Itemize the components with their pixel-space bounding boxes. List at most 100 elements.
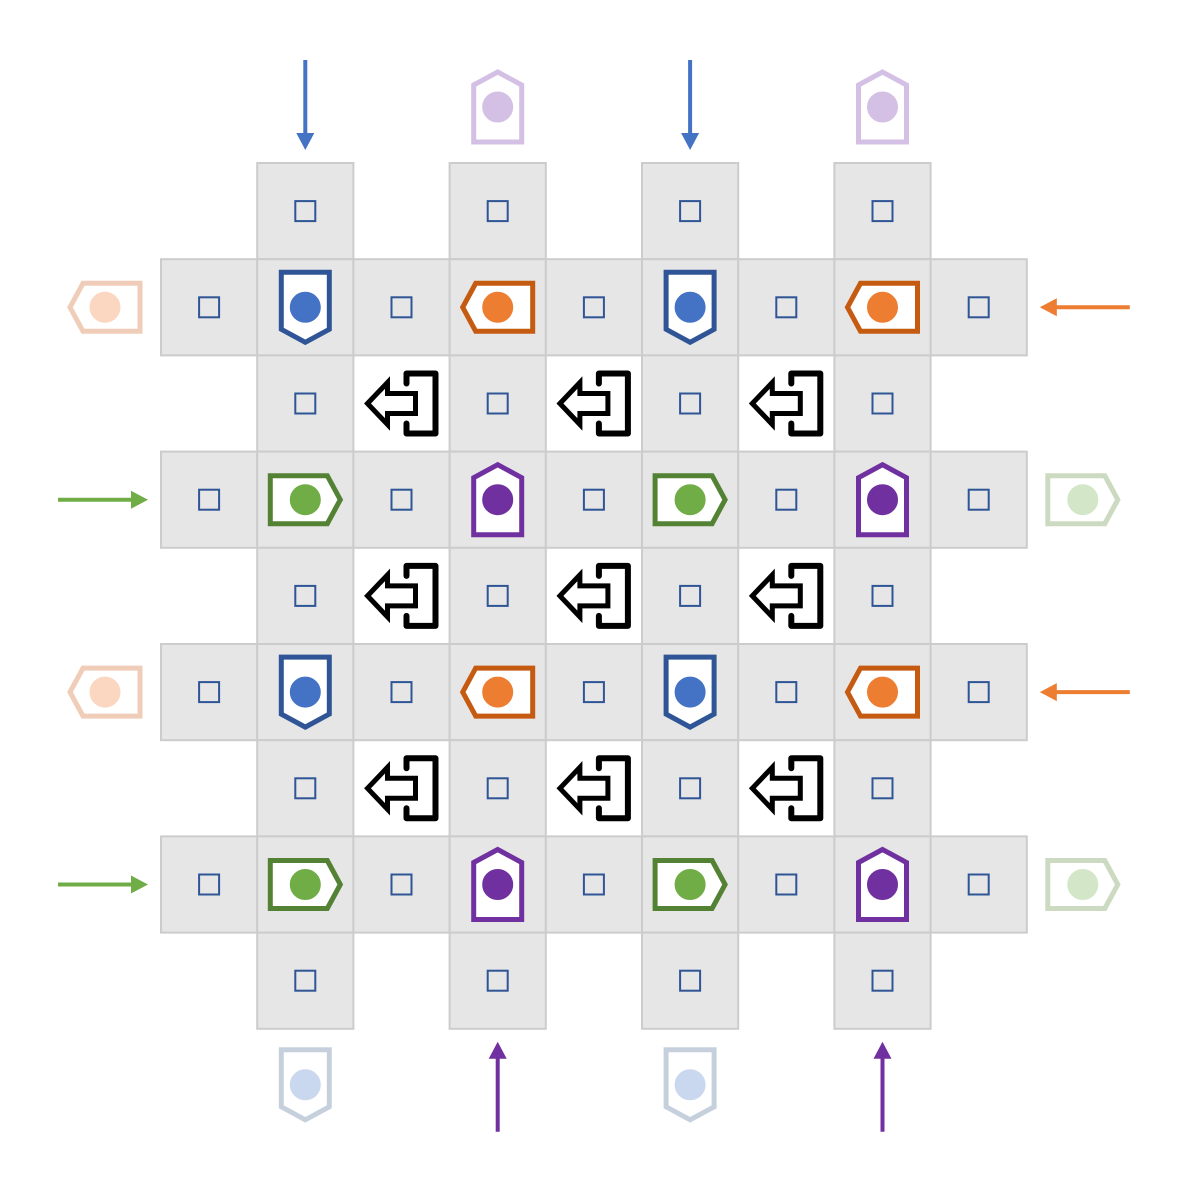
tile-marker xyxy=(871,777,894,800)
blue-ghost-piece-down xyxy=(663,1047,717,1123)
board-tile[interactable] xyxy=(448,162,547,261)
board-tile[interactable] xyxy=(833,546,932,645)
tile-marker xyxy=(198,296,221,319)
tile-marker xyxy=(679,969,702,992)
purple-arrow-up-icon[interactable] xyxy=(873,1041,892,1132)
board-tile[interactable] xyxy=(833,931,932,1030)
tile-marker xyxy=(775,681,798,704)
tile-marker xyxy=(775,873,798,896)
green-arrow-right-icon[interactable] xyxy=(58,490,148,509)
blue-piece-down[interactable] xyxy=(278,654,332,730)
green-piece-right[interactable] xyxy=(652,858,728,911)
board-tile[interactable] xyxy=(256,931,355,1030)
tile-marker xyxy=(486,392,509,415)
board-tile[interactable] xyxy=(448,546,547,645)
orange-ghost-piece-left xyxy=(67,665,143,719)
board-tile[interactable] xyxy=(641,931,740,1030)
board-tile[interactable] xyxy=(160,643,259,742)
tile-marker xyxy=(967,296,990,319)
board-tile[interactable] xyxy=(160,258,259,357)
purple-piece-up[interactable] xyxy=(471,461,525,538)
green-ghost-piece-right xyxy=(1045,473,1121,527)
blue-piece-down[interactable] xyxy=(278,269,332,346)
board-tile[interactable] xyxy=(737,258,836,357)
board-tile[interactable] xyxy=(256,162,355,261)
purple-piece-up[interactable] xyxy=(856,461,909,538)
ghosts-layer xyxy=(67,69,1121,1123)
board-tile[interactable] xyxy=(352,643,451,742)
board-tile[interactable] xyxy=(448,739,547,838)
exit-door-icon[interactable] xyxy=(556,562,631,629)
board-tile[interactable] xyxy=(737,450,836,549)
board-tile[interactable] xyxy=(544,643,643,742)
board-tile[interactable] xyxy=(641,739,740,838)
exit-door-icon[interactable] xyxy=(748,370,824,437)
exit-door-icon[interactable] xyxy=(364,755,439,822)
exit-door-icon[interactable] xyxy=(364,370,439,437)
board-tile[interactable] xyxy=(833,354,932,453)
orange-piece-left[interactable] xyxy=(459,280,536,334)
board-tile[interactable] xyxy=(544,450,643,549)
board-tile[interactable] xyxy=(929,258,1028,357)
exit-door-icon[interactable] xyxy=(748,562,824,629)
green-piece-right[interactable] xyxy=(267,858,344,911)
board-tile[interactable] xyxy=(544,258,643,357)
exit-door-icon[interactable] xyxy=(556,370,631,437)
tile-marker xyxy=(871,200,894,223)
board-tile[interactable] xyxy=(352,450,451,549)
board-tile[interactable] xyxy=(641,546,740,645)
board-tile[interactable] xyxy=(352,258,451,357)
board-tile[interactable] xyxy=(160,835,259,934)
blue-piece-down[interactable] xyxy=(663,654,717,730)
exit-door-icon[interactable] xyxy=(364,562,439,629)
blue-piece-down[interactable] xyxy=(663,269,717,346)
board-tile[interactable] xyxy=(160,450,259,549)
purple-arrow-up-icon[interactable] xyxy=(488,1041,507,1132)
green-arrow-right-icon[interactable] xyxy=(58,875,148,894)
board-tile[interactable] xyxy=(833,739,932,838)
tile-marker xyxy=(486,584,509,607)
board-tile[interactable] xyxy=(448,931,547,1030)
purple-piece-up[interactable] xyxy=(471,846,525,922)
purple-ghost-piece-up xyxy=(856,69,909,145)
exit-door-icon[interactable] xyxy=(556,755,631,822)
tile-marker xyxy=(679,200,702,223)
orange-piece-left[interactable] xyxy=(459,665,536,719)
board-tile[interactable] xyxy=(737,643,836,742)
tile-marker xyxy=(294,200,317,223)
tile-marker xyxy=(390,488,413,511)
blue-arrow-down-icon[interactable] xyxy=(296,60,315,150)
board-tile[interactable] xyxy=(929,835,1028,934)
board-tile[interactable] xyxy=(448,354,547,453)
board-tile[interactable] xyxy=(641,162,740,261)
board-tile[interactable] xyxy=(737,835,836,934)
board-tile[interactable] xyxy=(641,354,740,453)
board-tile[interactable] xyxy=(352,835,451,934)
board-tile[interactable] xyxy=(256,739,355,838)
tile-marker xyxy=(486,777,509,800)
green-piece-right[interactable] xyxy=(267,473,344,527)
board-tile[interactable] xyxy=(929,450,1028,549)
blue-arrow-down-icon[interactable] xyxy=(681,60,700,150)
board-tile[interactable] xyxy=(256,546,355,645)
exit-door-icon[interactable] xyxy=(748,755,824,822)
tile-marker xyxy=(582,681,605,704)
board-tile[interactable] xyxy=(833,162,932,261)
orange-ghost-piece-left xyxy=(67,280,143,334)
blue-ghost-piece-down xyxy=(278,1047,332,1123)
orange-piece-left[interactable] xyxy=(844,280,920,334)
purple-piece-up[interactable] xyxy=(856,846,909,922)
purple-ghost-piece-up xyxy=(471,69,525,145)
board-tile[interactable] xyxy=(256,354,355,453)
orange-arrow-left-icon[interactable] xyxy=(1039,298,1130,317)
green-piece-right[interactable] xyxy=(652,473,728,527)
board-tile[interactable] xyxy=(544,835,643,934)
tile-marker xyxy=(582,873,605,896)
tile-marker xyxy=(679,584,702,607)
tile-marker xyxy=(679,777,702,800)
tile-marker xyxy=(486,200,509,223)
orange-piece-left[interactable] xyxy=(844,665,920,719)
orange-arrow-left-icon[interactable] xyxy=(1039,683,1130,702)
board-tile[interactable] xyxy=(929,643,1028,742)
tile-marker xyxy=(871,969,894,992)
